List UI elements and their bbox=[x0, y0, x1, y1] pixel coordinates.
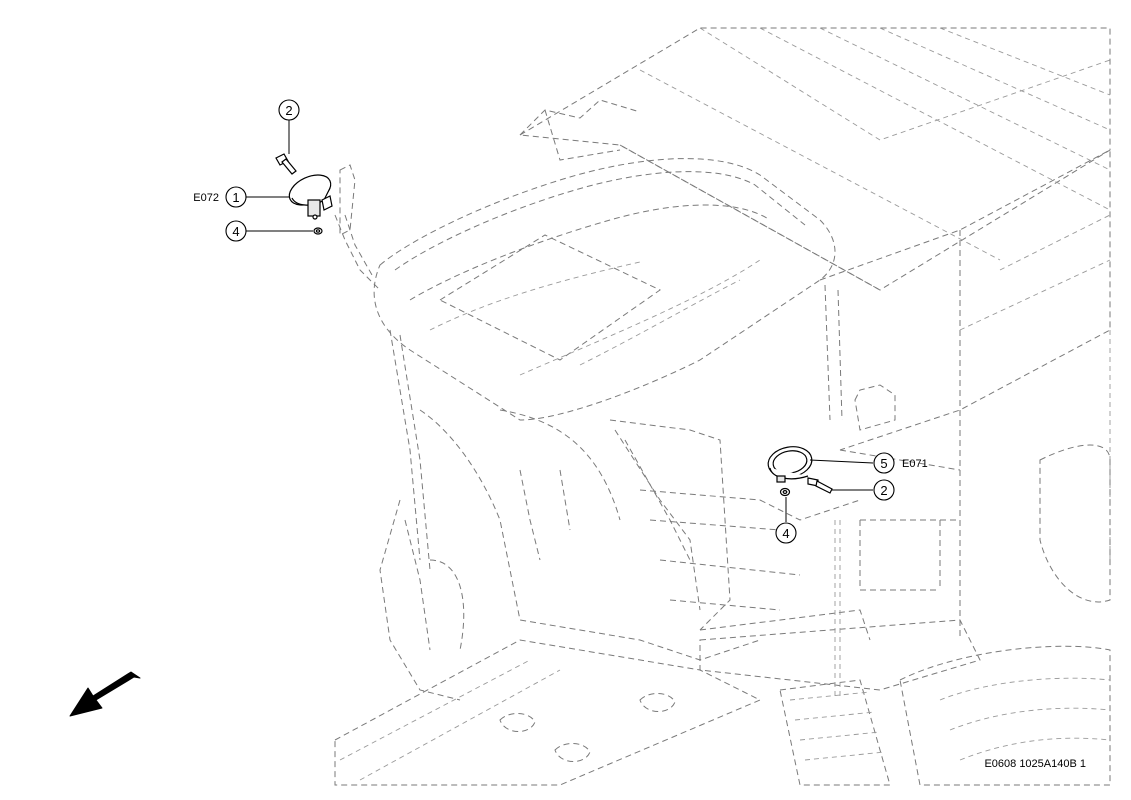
nut-icon bbox=[779, 487, 791, 497]
callout-e071-item5: 5 E071 bbox=[873, 452, 928, 474]
callout-e072-item1: 1 E072 bbox=[193, 186, 247, 208]
leader-lines bbox=[246, 120, 874, 522]
bolt-icon bbox=[275, 153, 297, 175]
lamp-code-label: E071 bbox=[902, 458, 928, 470]
nut-icon bbox=[313, 227, 323, 235]
callout-number: 2 bbox=[285, 103, 292, 118]
work-lamp-e072 bbox=[275, 153, 333, 235]
callout-e071-item2: 2 bbox=[873, 479, 895, 501]
lamp-code-label: E072 bbox=[193, 192, 219, 204]
callout-e072-item2: 2 bbox=[278, 99, 300, 121]
lamp-housing-icon bbox=[767, 446, 813, 483]
callout-e071-item4: 4 bbox=[775, 522, 797, 544]
drawing-reference-label: E0608 1025A140B 1 bbox=[984, 758, 1086, 770]
callout-number: 2 bbox=[880, 483, 887, 498]
callout-number: 4 bbox=[232, 224, 239, 239]
bolt-icon bbox=[807, 477, 833, 494]
lamp-housing-icon bbox=[288, 174, 333, 220]
callout-number: 4 bbox=[782, 526, 789, 541]
callout-number: 1 bbox=[232, 190, 239, 205]
callout-e072-item4: 4 bbox=[225, 220, 247, 242]
callout-number: 5 bbox=[880, 456, 887, 471]
work-lamp-e071 bbox=[767, 446, 833, 497]
front-direction-arrow-icon bbox=[69, 671, 141, 717]
tractor-outline bbox=[334, 27, 1111, 786]
